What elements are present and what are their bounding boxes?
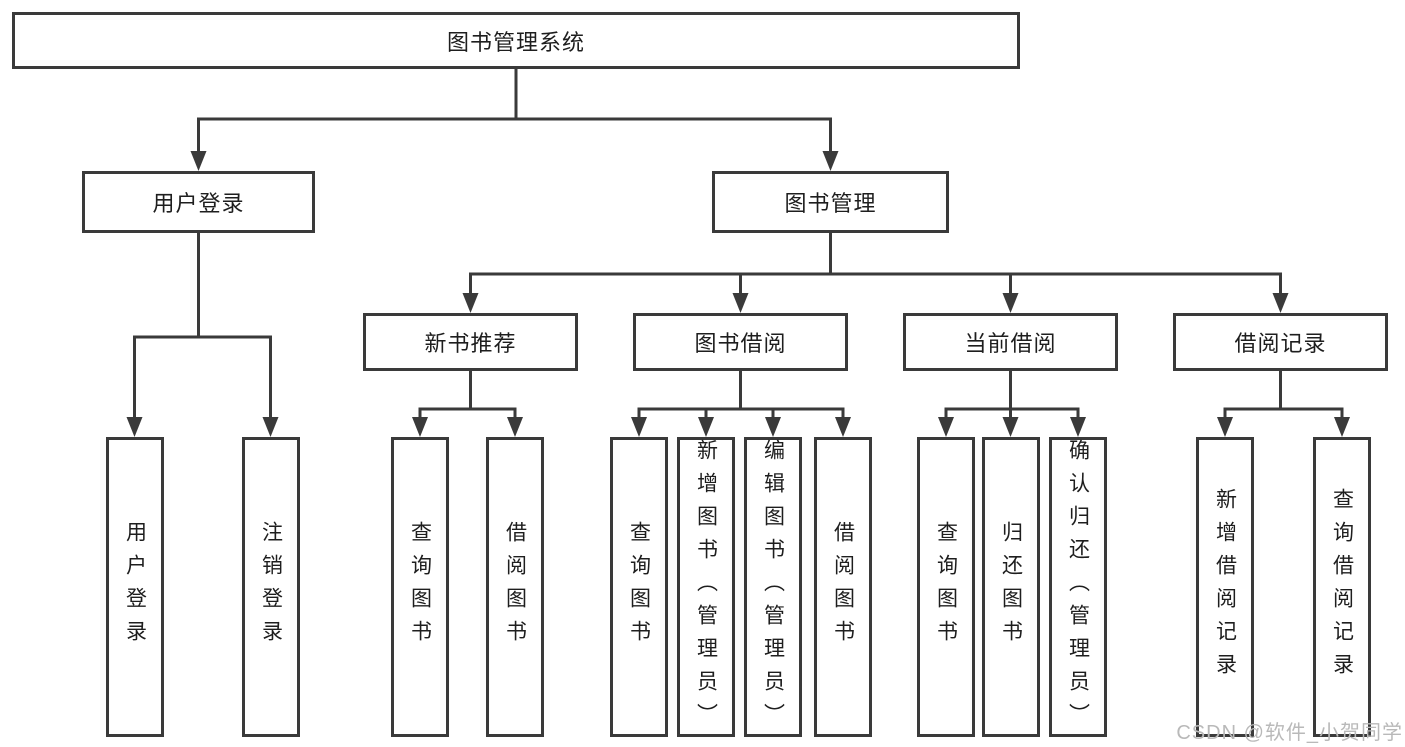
node-user-login: 用户登录 — [82, 171, 315, 233]
node-book-management-label: 图书管理 — [784, 191, 877, 216]
node-book-management: 图书管理 — [712, 171, 949, 233]
leaf-br-add-record-label: 新增借阅记录 — [1213, 488, 1237, 686]
node-borrow-records: 借阅记录 — [1173, 313, 1388, 371]
node-new-book-recommend: 新书推荐 — [363, 313, 578, 371]
leaf-nb-query-books-label: 查询图书 — [408, 521, 432, 653]
leaf-cb-return-books-label: 归还图书 — [999, 521, 1023, 653]
leaf-nb-query-books: 查询图书 — [391, 437, 449, 737]
node-new-book-recommend-label: 新书推荐 — [424, 331, 517, 356]
leaf-cb-query-books: 查询图书 — [917, 437, 975, 737]
leaf-bb-add-books-admin: 新增图书（管理员） — [677, 437, 735, 737]
leaf-cb-return-books: 归还图书 — [982, 437, 1040, 737]
leaf-nb-borrow-books-label: 借阅图书 — [503, 521, 527, 653]
leaf-nb-borrow-books: 借阅图书 — [486, 437, 544, 737]
leaf-br-query-record: 查询借阅记录 — [1313, 437, 1371, 737]
leaf-bb-borrow-books-label: 借阅图书 — [831, 521, 855, 653]
watermark: CSDN @软件_小贺同学 — [1176, 722, 1403, 744]
node-current-borrow-label: 当前借阅 — [964, 331, 1057, 356]
leaf-br-query-record-label: 查询借阅记录 — [1330, 488, 1354, 686]
leaf-br-add-record: 新增借阅记录 — [1196, 437, 1254, 737]
leaf-bb-edit-books-admin: 编辑图书（管理员） — [744, 437, 802, 737]
node-borrow-records-label: 借阅记录 — [1234, 331, 1327, 356]
leaf-bb-add-books-admin-label: 新增图书（管理员） — [694, 438, 718, 736]
leaf-bb-query-books: 查询图书 — [610, 437, 668, 737]
leaf-user-login: 用户登录 — [106, 437, 164, 737]
leaf-logout-label: 注销登录 — [259, 521, 283, 653]
node-user-login-label: 用户登录 — [152, 191, 245, 216]
node-root-label: 图书管理系统 — [446, 29, 585, 55]
node-book-borrow-label: 图书借阅 — [694, 331, 787, 356]
leaf-bb-borrow-books: 借阅图书 — [814, 437, 872, 737]
node-root-system: 图书管理系统 — [12, 12, 1020, 69]
leaf-logout: 注销登录 — [242, 437, 300, 737]
node-book-borrow: 图书借阅 — [633, 313, 848, 371]
leaf-bb-query-books-label: 查询图书 — [627, 521, 651, 653]
leaf-cb-query-books-label: 查询图书 — [934, 521, 958, 653]
leaf-cb-confirm-return-admin: 确认归还（管理员） — [1049, 437, 1107, 737]
leaf-cb-confirm-return-admin-label: 确认归还（管理员） — [1066, 438, 1090, 736]
leaf-bb-edit-books-admin-label: 编辑图书（管理员） — [761, 438, 785, 736]
leaf-user-login-label: 用户登录 — [123, 521, 147, 653]
node-current-borrow: 当前借阅 — [903, 313, 1118, 371]
